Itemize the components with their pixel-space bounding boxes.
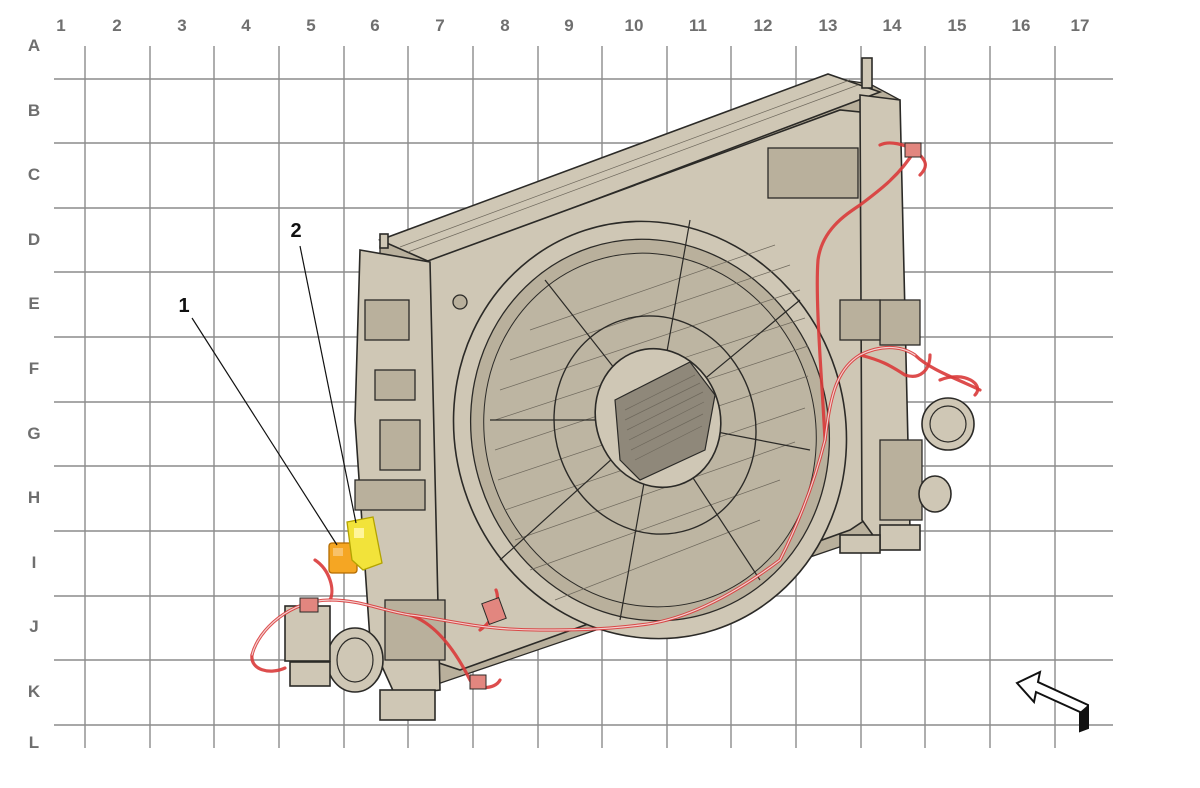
coolant-outlet-lower <box>918 475 952 513</box>
harness-connector <box>299 597 319 613</box>
orientation-arrow-icon <box>1015 670 1089 733</box>
row-label: F <box>29 359 39 378</box>
row-label: J <box>29 617 38 636</box>
row-label: L <box>29 733 39 752</box>
column-label: 12 <box>754 16 773 35</box>
column-label: 10 <box>625 16 644 35</box>
radiator-top-rail <box>377 73 883 263</box>
callout-1-label: 1 <box>178 295 189 317</box>
connector-2[interactable] <box>346 516 383 571</box>
wiring-harness <box>250 141 982 690</box>
column-label: 6 <box>370 16 379 35</box>
row-label: C <box>28 165 40 184</box>
harness-connector <box>904 142 922 158</box>
left-tank-details <box>354 294 468 661</box>
row-label: A <box>28 36 40 55</box>
column-label: 15 <box>948 16 967 35</box>
column-label: 7 <box>435 16 444 35</box>
column-label: 1 <box>56 16 65 35</box>
column-label: 2 <box>112 16 121 35</box>
row-label: H <box>28 488 40 507</box>
row-label: I <box>32 553 37 572</box>
column-label: 5 <box>306 16 315 35</box>
row-label: D <box>28 230 40 249</box>
callout-1: 1 <box>178 295 338 546</box>
row-label: E <box>28 294 39 313</box>
right-tank-details <box>767 147 923 521</box>
column-label: 14 <box>883 16 902 35</box>
row-label: G <box>27 424 40 443</box>
harness-connector <box>469 674 487 690</box>
row-label: K <box>28 682 41 701</box>
column-label: 13 <box>819 16 838 35</box>
column-label: 11 <box>689 16 707 35</box>
top-rail-ribs <box>399 79 859 253</box>
fan-control-module <box>614 361 716 481</box>
row-labels: A B C D E F G H I J K L <box>27 36 40 752</box>
lower-left-components <box>284 524 921 721</box>
column-label: 17 <box>1071 16 1090 35</box>
column-label: 16 <box>1012 16 1031 35</box>
callout-2: 2 <box>290 220 357 524</box>
filler-neck <box>861 57 873 89</box>
fan-inner-ring <box>553 315 757 535</box>
harness-connector <box>481 596 507 626</box>
column-label: 9 <box>564 16 573 35</box>
fan-module-fins <box>624 374 705 461</box>
column-label: 8 <box>500 16 509 35</box>
column-labels: 1 2 3 4 5 6 7 8 9 10 11 12 13 14 15 16 1… <box>56 16 1089 35</box>
column-label: 3 <box>177 16 186 35</box>
bleed-screw <box>379 233 389 249</box>
callout-2-label: 2 <box>290 220 301 242</box>
column-label: 4 <box>241 16 251 35</box>
radiator-fan-assembly <box>284 57 975 721</box>
row-label: B <box>28 101 40 120</box>
